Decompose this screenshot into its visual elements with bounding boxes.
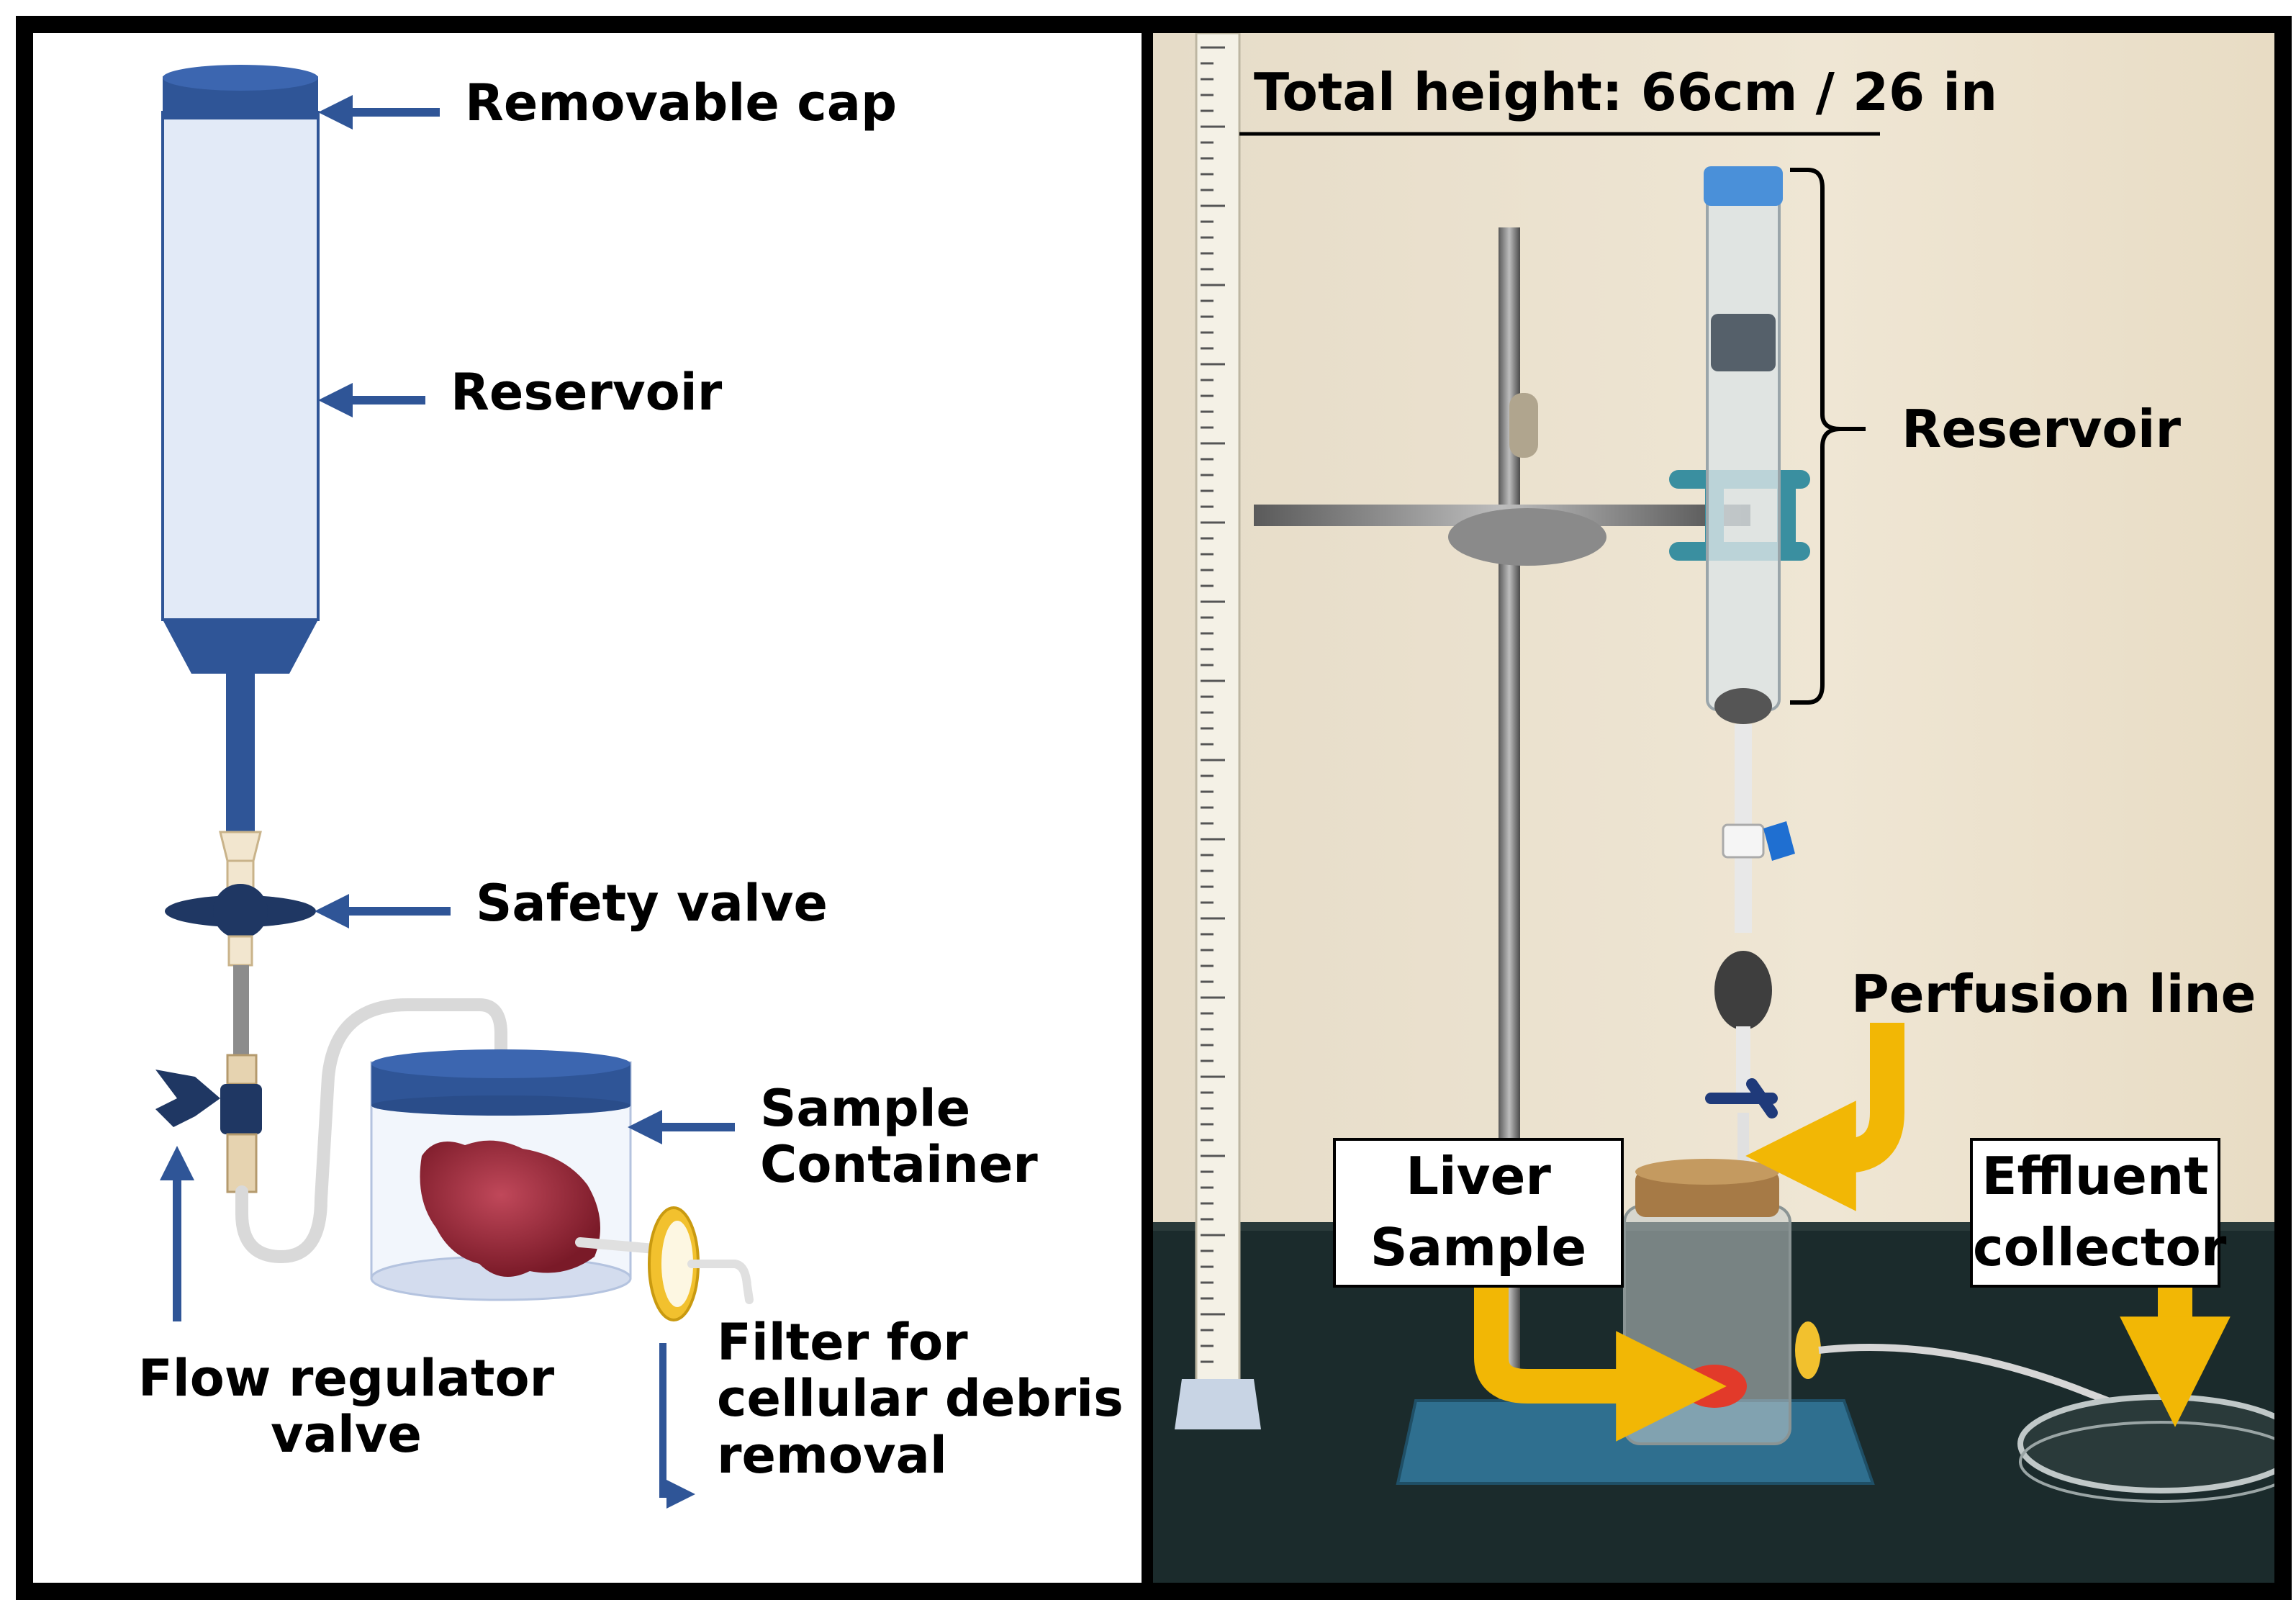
label-perfusion-line: Perfusion line [1851, 964, 2256, 1024]
photo-reservoir [1704, 166, 1783, 724]
panel-divider [1142, 33, 1153, 1583]
label-safety-valve: Safety valve [476, 874, 828, 933]
safety-valve [165, 831, 316, 967]
photo-filter [1795, 1321, 1821, 1379]
liver-sample [420, 1140, 600, 1277]
schematic-panel: Removable cap Reservoir Safety valve Sam… [33, 33, 1142, 1583]
label-removable-cap: Removable cap [465, 73, 898, 132]
label-liver-sample: Liver Sample [1333, 1138, 1624, 1288]
removable-cap [163, 65, 318, 119]
schematic-drawing [155, 65, 754, 1509]
photo-drawing [1153, 33, 2274, 1583]
label-flow-regulator-valve: Flow regulator valve [137, 1349, 555, 1465]
arrow-filter [659, 1343, 695, 1509]
label-reservoir: Reservoir [451, 363, 723, 422]
arrow-perfusion-line [1745, 1023, 1904, 1211]
photo-stopcock [1705, 724, 1795, 1178]
figure-frame: Removable cap Reservoir Safety valve Sam… [16, 16, 2292, 1600]
photo-panel: Total height: 66cm / 26 in Reservoir Per… [1153, 33, 2274, 1583]
label-filter: Filter for cellular debris removal [717, 1313, 1124, 1485]
connector-tube [233, 965, 249, 1055]
debris-filter [648, 1206, 754, 1321]
label-photo-reservoir: Reservoir [1902, 399, 2182, 459]
label-effluent-collector: Effluent collector [1970, 1138, 2226, 1288]
outlet-tube [226, 674, 255, 832]
label-sample-container: Sample Container [760, 1079, 1038, 1195]
flow-regulator-valve [155, 1054, 262, 1193]
reservoir-column [161, 111, 320, 674]
arrow-liver-sample [1474, 1285, 1727, 1442]
perfusion-tubing [235, 998, 507, 1264]
measuring-ruler [1175, 33, 1261, 1429]
label-total-height: Total height: 66cm / 26 in [1254, 62, 1998, 122]
clamp-knob [1509, 393, 1538, 458]
clamp-bosshead [1448, 508, 1606, 566]
